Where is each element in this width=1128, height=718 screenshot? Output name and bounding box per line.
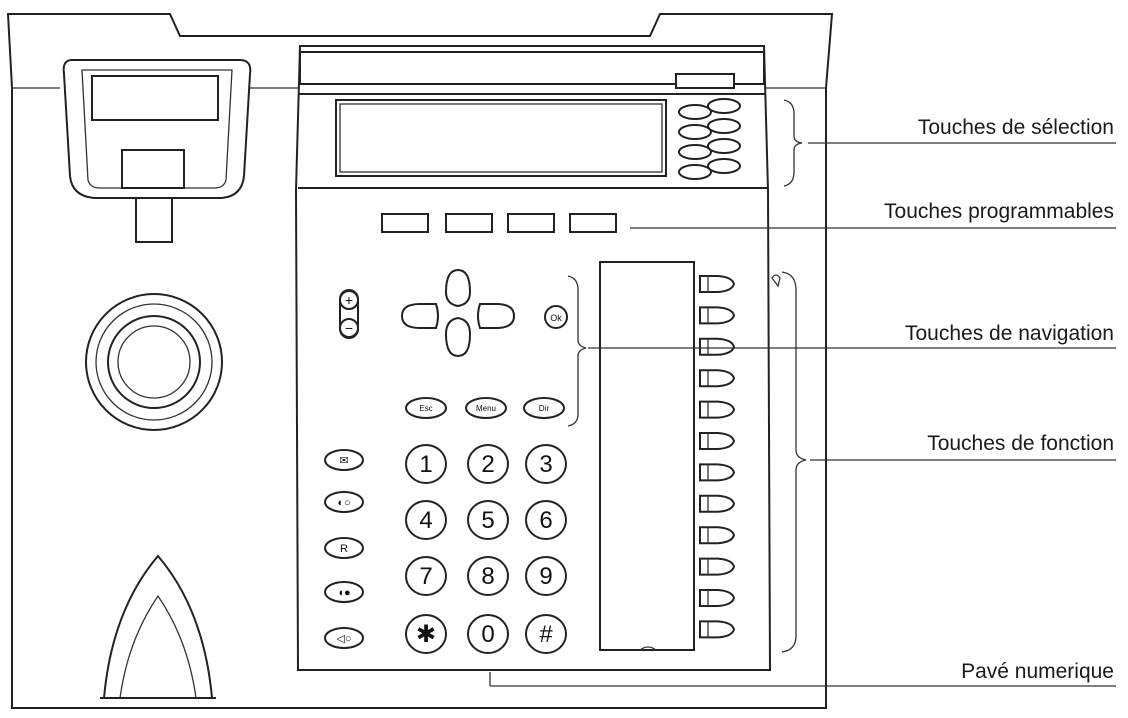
menu-label: Menu: [476, 404, 496, 413]
label-touches-selection: Touches de sélection: [917, 116, 1114, 139]
keypad-key-label: 3: [539, 451, 552, 478]
keypad-key-label: 7: [419, 563, 432, 590]
programmable-key[interactable]: [569, 213, 617, 233]
selection-keys: [678, 98, 741, 180]
selection-key[interactable]: [707, 138, 741, 154]
nav-left-button[interactable]: [400, 303, 439, 329]
selection-key[interactable]: [707, 158, 741, 174]
keypad-key[interactable]: 0: [467, 614, 509, 654]
function-keys: [699, 275, 736, 639]
function-key[interactable]: [699, 306, 736, 325]
side-key-label: ◐○: [337, 497, 350, 509]
nav-up-button[interactable]: [444, 268, 472, 308]
esc-button[interactable]: [405, 397, 447, 419]
function-key[interactable]: [699, 369, 736, 388]
selection-key[interactable]: [678, 124, 712, 140]
menu-button[interactable]: [465, 397, 507, 419]
label-pave-numerique: Pavé numerique: [961, 660, 1114, 683]
keypad-key[interactable]: 5: [467, 500, 509, 540]
selection-key[interactable]: [678, 104, 712, 120]
side-key-label: R: [340, 543, 348, 555]
volume-key[interactable]: + −: [339, 289, 359, 339]
esc-label: Esc: [419, 404, 432, 413]
keypad-key[interactable]: 2: [467, 444, 509, 484]
keypad-key-label: 1: [419, 451, 432, 478]
function-key[interactable]: [699, 589, 736, 607]
keypad-key-label: 6: [539, 507, 552, 534]
label-touches-navigation: Touches de navigation: [905, 322, 1114, 345]
programmable-key[interactable]: [381, 213, 429, 233]
label-touches-fonction: Touches de fonction: [927, 432, 1114, 455]
ok-label: Ok: [550, 313, 562, 323]
selection-key[interactable]: [707, 118, 741, 134]
dir-label: Dir: [539, 404, 550, 413]
side-keys: ✉ ◐○ R ◖● ◁○: [324, 449, 364, 649]
keypad-key[interactable]: 6: [525, 500, 567, 540]
side-key-label: ◖●: [337, 587, 350, 599]
side-key-label: ◁○: [336, 633, 351, 645]
handset-holder: [62, 59, 252, 243]
nav-right-button[interactable]: [477, 303, 516, 329]
selection-key[interactable]: [678, 144, 712, 160]
dir-button[interactable]: [523, 397, 565, 419]
keypad-key-label: ✱: [416, 621, 436, 648]
side-key-label: ✉: [339, 455, 348, 467]
keypad-key-label: 5: [481, 507, 494, 534]
keypad-key[interactable]: 1: [405, 444, 447, 484]
callout-lines: [489, 99, 1116, 687]
keypad-key[interactable]: 4: [405, 500, 447, 540]
function-key[interactable]: [699, 400, 736, 419]
selection-key[interactable]: [678, 164, 712, 180]
function-key[interactable]: [699, 463, 736, 482]
keypad-key[interactable]: 8: [467, 556, 509, 596]
function-key[interactable]: [699, 432, 736, 450]
keypad-key-label: 8: [481, 563, 494, 590]
display-screen: [335, 99, 667, 177]
console-body: [294, 45, 772, 671]
function-key[interactable]: [699, 526, 736, 545]
nav-down-button[interactable]: [444, 316, 472, 358]
programmable-key[interactable]: [445, 213, 493, 233]
keypad-key[interactable]: 3: [525, 444, 567, 484]
side-key[interactable]: R: [324, 537, 364, 559]
function-key[interactable]: [699, 275, 736, 293]
keypad-key[interactable]: #: [525, 614, 567, 654]
navigation-cluster: Ok Esc Menu Dir: [400, 268, 568, 419]
handset-hook: [100, 554, 216, 699]
keypad-key-label: 0: [481, 621, 494, 648]
side-key[interactable]: ✉: [324, 449, 364, 471]
function-label-strip: [599, 261, 695, 651]
keypad-key[interactable]: 9: [525, 556, 567, 596]
label-touches-programmables: Touches programmables: [884, 200, 1114, 223]
numeric-keypad: 1 2 3 4 5 6 7 8 9 ✱ 0 #: [405, 444, 567, 654]
programmable-keys: [381, 213, 617, 233]
phone-base-outline: [6, 13, 834, 709]
keypad-key[interactable]: 7: [405, 556, 447, 596]
keypad-key[interactable]: ✱: [405, 614, 447, 654]
volume-plus-label: +: [345, 292, 353, 308]
function-key[interactable]: [699, 337, 736, 356]
function-key[interactable]: [699, 620, 736, 639]
volume-minus-label: −: [345, 320, 353, 336]
side-key[interactable]: ◁○: [324, 627, 364, 649]
speaker-grille: [85, 293, 223, 431]
function-key[interactable]: [699, 557, 736, 576]
keypad-key-label: 2: [481, 451, 494, 478]
keypad-key-label: #: [539, 621, 553, 648]
keypad-key-label: 9: [539, 563, 552, 590]
programmable-key[interactable]: [507, 213, 555, 233]
selection-key[interactable]: [707, 98, 741, 114]
ok-button[interactable]: [544, 305, 568, 329]
side-key[interactable]: ◖●: [324, 581, 364, 603]
side-key[interactable]: ◐○: [324, 491, 364, 513]
keypad-key-label: 4: [419, 507, 432, 534]
function-key[interactable]: [699, 494, 736, 513]
